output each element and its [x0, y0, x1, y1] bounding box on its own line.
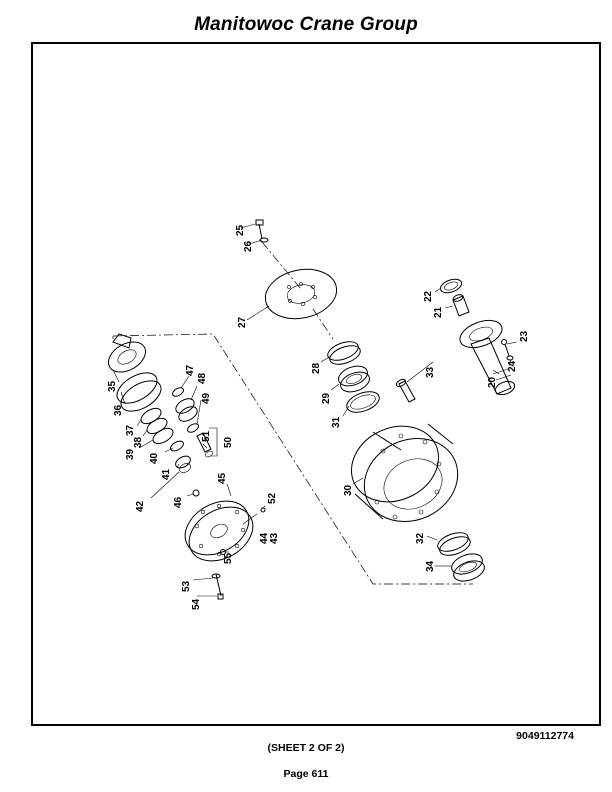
- part-52-plug: [260, 507, 266, 513]
- part-33-stud: [395, 378, 416, 403]
- callout-33: 33: [425, 366, 436, 378]
- callout-34: 34: [425, 560, 436, 572]
- part-29-bearing: [338, 365, 370, 393]
- callout-35: 35: [107, 380, 118, 392]
- callout-27: 27: [237, 316, 248, 328]
- callout-39: 39: [125, 448, 136, 460]
- part-32-ring: [437, 532, 471, 556]
- callout-38: 38: [133, 436, 144, 448]
- callout-30: 30: [343, 484, 354, 496]
- part-30-hub: [350, 423, 459, 523]
- callout-41: 41: [161, 468, 172, 480]
- callout-50: 50: [223, 436, 234, 448]
- part-41-gear: [170, 440, 191, 473]
- callout-23: 23: [519, 330, 530, 342]
- part-50-shaft: [196, 432, 213, 458]
- callout-40: 40: [149, 452, 160, 464]
- callout-53: 53: [181, 580, 192, 592]
- part-28-race: [327, 341, 361, 365]
- part-27-disc: [264, 268, 338, 320]
- callout-36: 36: [113, 404, 124, 416]
- callout-21: 21: [433, 306, 444, 318]
- callout-37: 37: [125, 424, 136, 436]
- callout-46: 46: [173, 496, 184, 508]
- callout-51: 51: [201, 430, 212, 442]
- part-25-bolt: [255, 219, 269, 243]
- sheet-label: (SHEET 2 OF 2): [267, 742, 345, 754]
- part-46-plug: [192, 489, 200, 497]
- part-23-fitting: [501, 339, 514, 361]
- callout-48: 48: [197, 372, 208, 384]
- part-36-ring-gear: [116, 372, 162, 412]
- exploded-parts-diagram: 25 26 27 28 29 31 30 33 32 34 22 21 23 2…: [31, 42, 601, 726]
- page-number: Page 611: [283, 768, 329, 780]
- part-49-washer: [187, 423, 199, 433]
- callout-29: 29: [321, 392, 332, 404]
- part-47-washer: [172, 387, 184, 397]
- diagram-canvas: 25 26 27 28 29 31 30 33 32 34 22 21 23 2…: [107, 219, 530, 610]
- callout-28: 28: [311, 362, 322, 374]
- callout-54: 54: [191, 598, 202, 610]
- callout-43: 43: [269, 532, 280, 544]
- part-34-bearing: [451, 553, 485, 582]
- part-48-planet-gear: [175, 398, 198, 422]
- part-21-sleeve: [452, 294, 470, 317]
- part-31-ring: [346, 391, 380, 413]
- callout-20: 20: [487, 376, 498, 388]
- callout-22: 22: [423, 290, 434, 302]
- part-22-seal: [439, 278, 463, 294]
- part-53-bolt: [211, 573, 224, 600]
- callout-25: 25: [235, 224, 246, 236]
- part-39-ring: [152, 427, 174, 445]
- callout-47: 47: [185, 364, 196, 376]
- callout-49: 49: [201, 392, 212, 404]
- assembly-boundary: [112, 333, 473, 585]
- callout-26: 26: [243, 240, 254, 252]
- callout-42: 42: [135, 500, 146, 512]
- callout-45: 45: [217, 472, 228, 484]
- page-title: Manitowoc Crane Group: [194, 14, 418, 35]
- part-43-cover: [184, 500, 254, 562]
- callout-55: 55: [223, 552, 234, 564]
- callout-52: 52: [267, 492, 278, 504]
- callout-31: 31: [331, 416, 342, 428]
- callout-24: 24: [507, 360, 518, 372]
- callout-44: 44: [259, 532, 270, 544]
- part-20-spindle: [459, 319, 516, 396]
- part-35-carrier: [108, 333, 146, 373]
- drawing-number: 9049112774: [516, 730, 574, 742]
- callout-32: 32: [415, 532, 426, 544]
